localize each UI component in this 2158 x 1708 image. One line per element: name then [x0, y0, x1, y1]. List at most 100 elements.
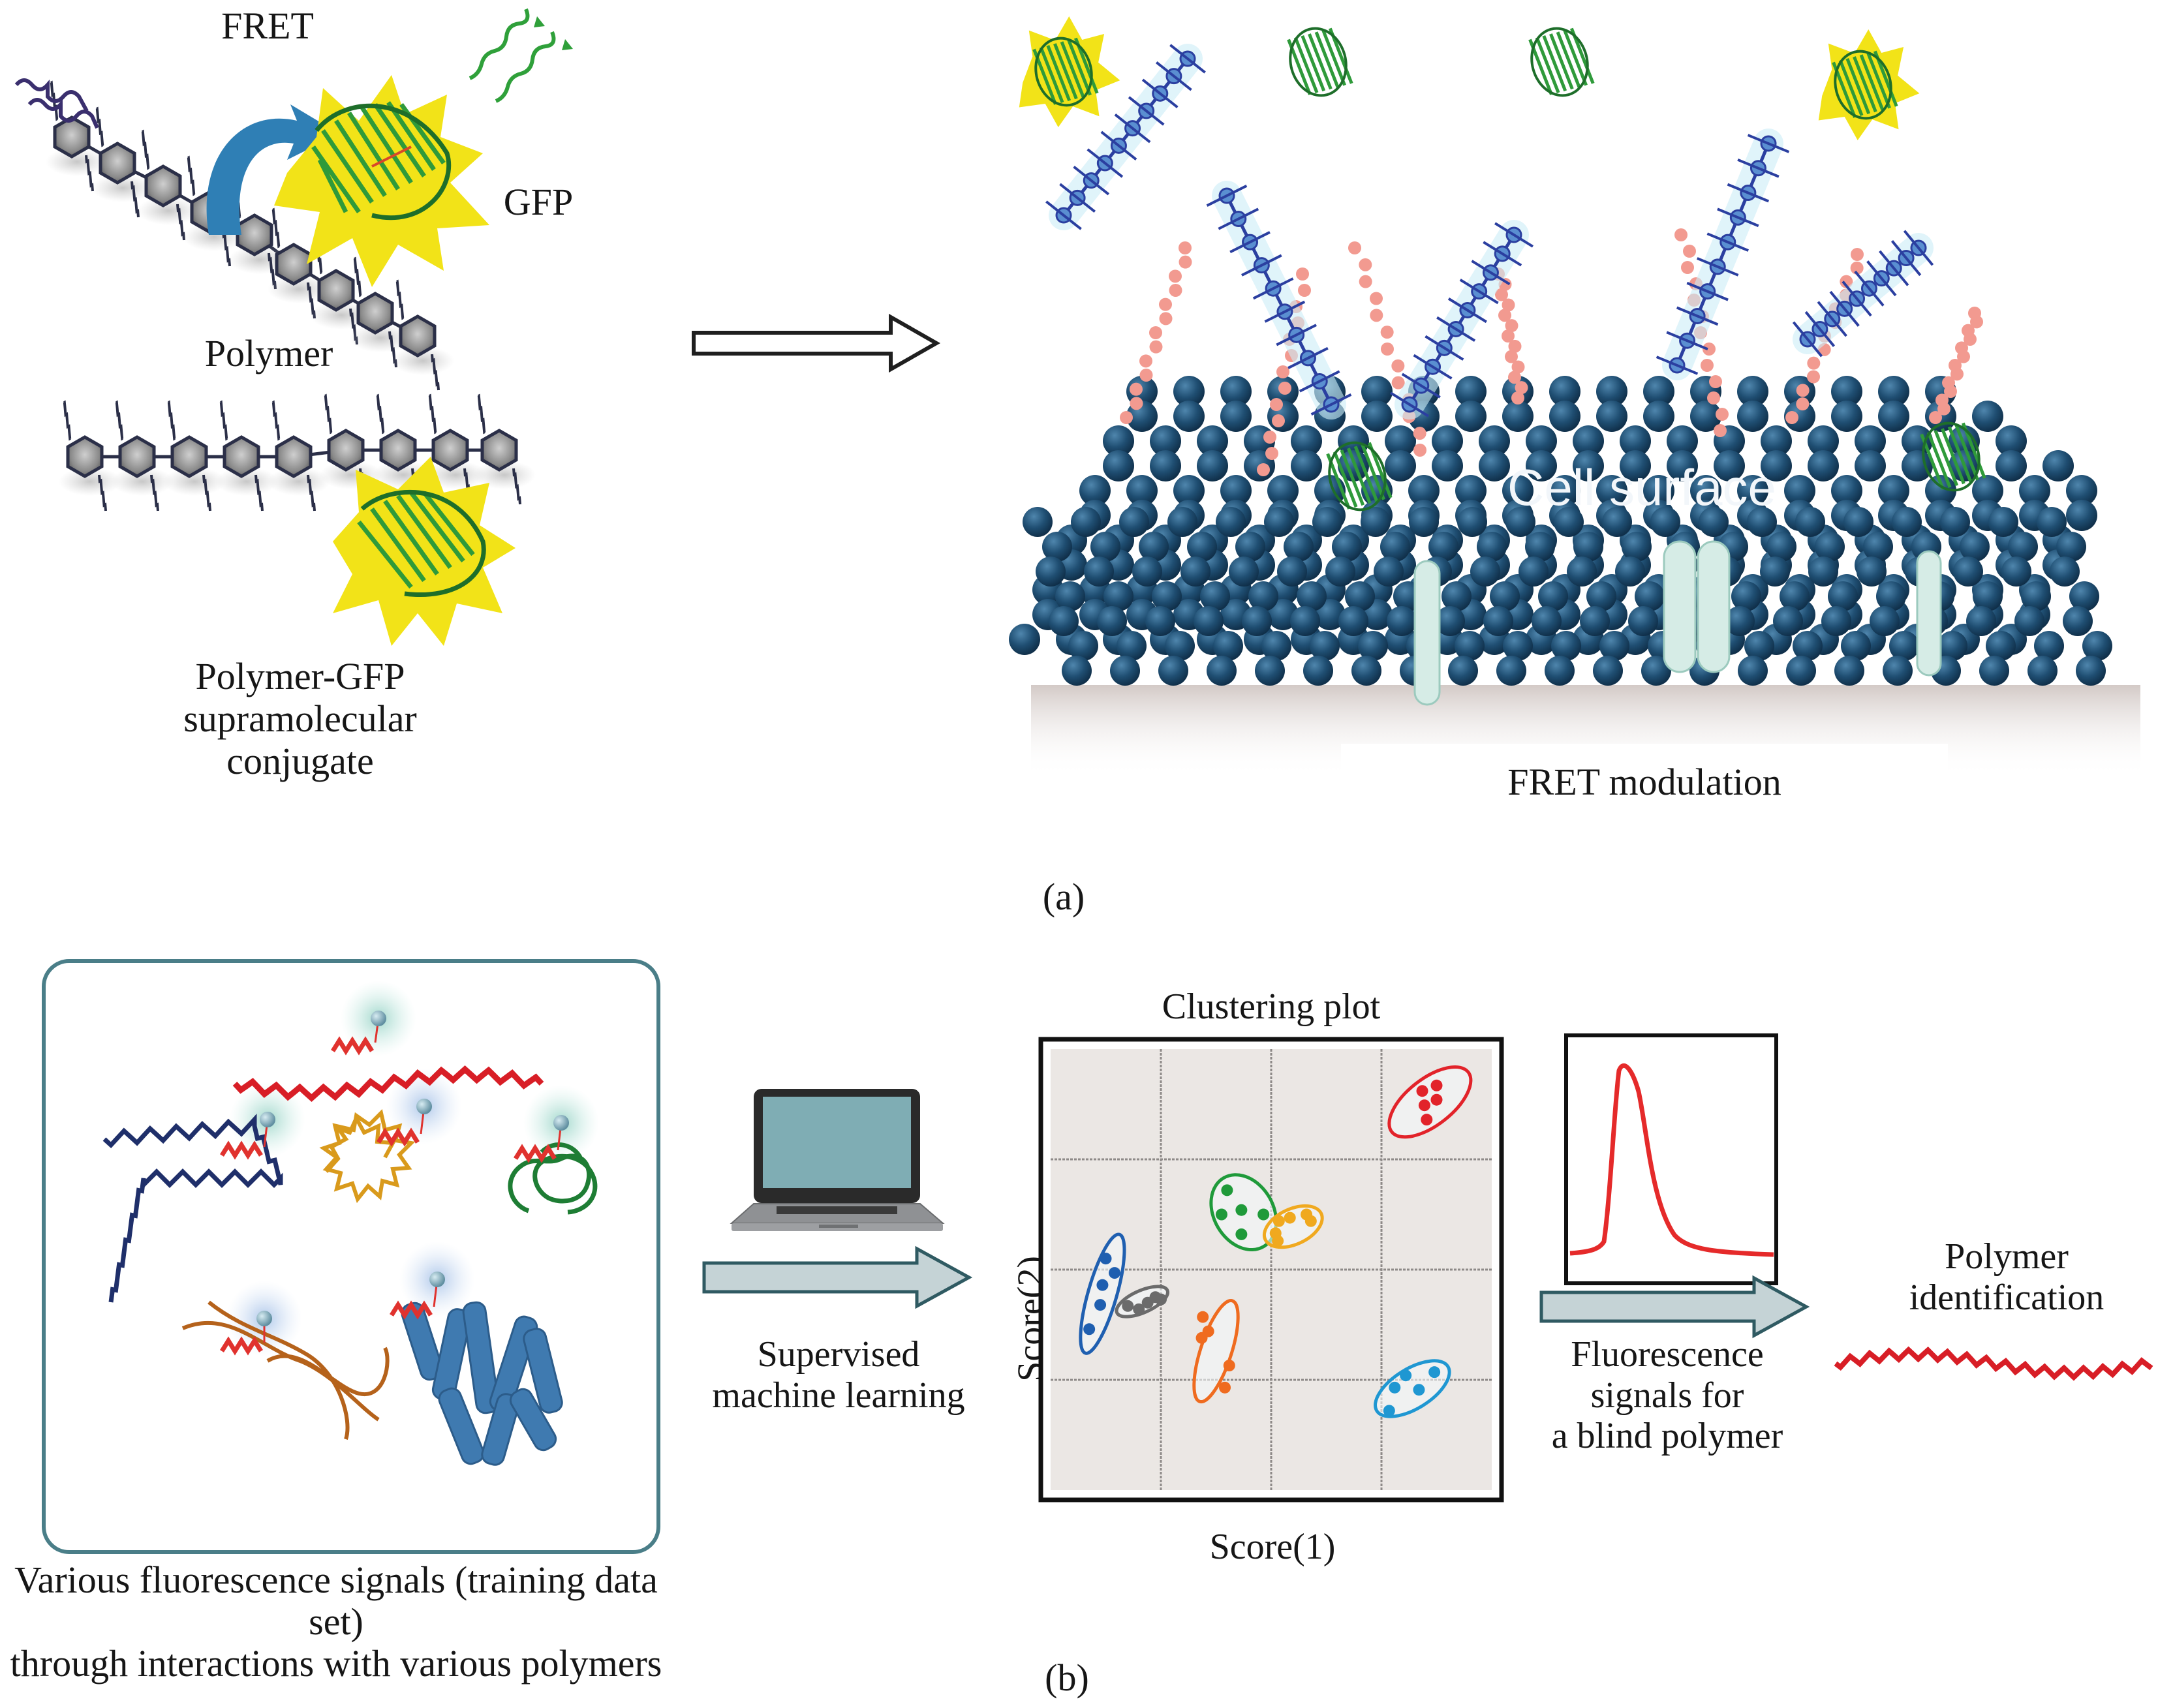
lipid-head-bead — [1380, 532, 1410, 562]
lipid-head-bead — [1374, 557, 1404, 587]
cluster-point — [1430, 1093, 1443, 1106]
lipid-head-bead — [1408, 475, 1440, 506]
chart-title: Clustering plot — [1162, 986, 1381, 1027]
identified-polymer-icon — [1834, 1346, 2153, 1381]
conjugated-polymer-icon — [1045, 44, 1206, 230]
lipid-head-bead — [1690, 401, 1721, 432]
globular-polymer-yellow — [319, 1109, 416, 1204]
lipid-head-bead — [1220, 401, 1252, 432]
lipid-head-bead — [1744, 631, 1774, 661]
lipid-head-bead — [1490, 581, 1520, 611]
cluster-green — [1209, 1173, 1278, 1252]
lipid-head-bead — [1596, 475, 1627, 506]
lipid-head-bead — [1332, 532, 1362, 562]
identification-caption-line-2: identification — [1909, 1277, 2104, 1318]
lipid-head-bead — [1387, 606, 1417, 636]
fluorescence-spectrum-icon — [1564, 1033, 1778, 1285]
lipid-head-bead — [1878, 376, 1909, 407]
lipid-head-bead — [1863, 532, 1893, 562]
lipid-head-bead — [1385, 450, 1416, 481]
lipid-head-bead — [1972, 401, 2003, 432]
cluster-point — [1284, 1212, 1296, 1224]
lipid-head-bead — [1277, 557, 1307, 587]
lipid-head-bead — [1545, 656, 1575, 686]
lipid-head-bead — [2056, 532, 2086, 562]
lipid-head-bead — [1766, 532, 1796, 562]
lipid-head-bead — [1937, 631, 1967, 661]
cluster-ellipse — [1079, 1232, 1126, 1355]
lipid-head-bead — [1049, 606, 1079, 636]
lipid-head-bead — [1996, 425, 2027, 457]
lipid-head-bead — [1084, 557, 1114, 587]
lipid-head-bead — [2069, 581, 2099, 611]
lipid-head-bead — [2019, 475, 2050, 506]
lipid-head-bead — [1828, 581, 1858, 611]
lipid-head-bead — [1883, 656, 1913, 686]
cluster-point — [1383, 1405, 1395, 1417]
lipid-head-bead — [1525, 532, 1555, 562]
lipid-head-bead — [1972, 475, 2003, 506]
cluster-point — [1416, 1085, 1428, 1097]
polymer-label: Polymer — [204, 332, 333, 374]
lipid-head-bead — [1220, 475, 1252, 506]
cluster-point — [1122, 1300, 1134, 1312]
lipid-head-bead — [1855, 425, 1886, 457]
lipid-head-bead — [1103, 450, 1134, 481]
lipid-head-bead — [2037, 507, 2067, 537]
blind-polymer-caption: Fluorescence signals for a blind polymer — [1530, 1334, 1804, 1457]
conjugate-caption: Polymer-GFP supramolecular conjugate — [150, 655, 450, 783]
cluster-light-blue — [1374, 1359, 1451, 1418]
lipid-head-bead — [1843, 507, 1873, 537]
lipid-head-bead — [1793, 631, 1823, 661]
lipid-head-bead — [1602, 507, 1632, 537]
lipid-head-bead — [1255, 656, 1285, 686]
lipid-head-bead — [1643, 401, 1674, 432]
lipid-head-bead — [1290, 606, 1320, 636]
right-arrow-identification-icon — [1539, 1275, 1810, 1339]
lipid-head-bead — [1068, 631, 1098, 661]
cluster-point — [1418, 1099, 1430, 1112]
right-arrow-ml-icon — [702, 1245, 973, 1309]
lipid-head-bead — [1593, 656, 1623, 686]
clustering-plot — [1038, 1037, 1504, 1502]
cluster-point — [1096, 1279, 1109, 1291]
cluster-point — [1219, 1381, 1231, 1394]
lipid-head-bead — [1979, 656, 2009, 686]
lipid-head-bead — [1055, 581, 1085, 611]
lipid-head-bead — [1158, 656, 1188, 686]
cell-surface-label: Cell surface — [1507, 459, 1776, 516]
fluorescent-probe-icon — [331, 1011, 386, 1056]
lipid-head-bead — [1731, 581, 1761, 611]
lipid-head-bead — [1173, 376, 1205, 407]
lipid-head-bead — [2034, 631, 2064, 661]
surface-polymers — [1045, 44, 1983, 476]
lipid-head-bead — [1483, 606, 1513, 636]
cluster-point — [1389, 1381, 1401, 1394]
lipid-head-bead — [1310, 631, 1340, 661]
lipid-head-bead — [1036, 557, 1066, 587]
lipid-head-bead — [1079, 475, 1111, 506]
lipid-head-bead — [1358, 631, 1388, 661]
lipid-head-bead — [1220, 376, 1252, 407]
conjugate-caption-line-3: conjugate — [226, 739, 374, 782]
polymer-gfp-illustration — [14, 8, 573, 646]
lipid-head-bead — [1641, 656, 1671, 686]
lipid-head-bead — [1126, 475, 1158, 506]
lipid-head-bead — [1667, 425, 1698, 457]
lipid-head-bead — [1297, 581, 1327, 611]
lipid-head-bead — [1503, 631, 1533, 661]
lipid-head-bead — [1338, 425, 1369, 457]
cluster-ellipse — [1387, 1065, 1473, 1139]
lipid-head-bead — [1526, 425, 1557, 457]
lipid-head-bead — [1312, 507, 1342, 537]
lipid-head-bead — [1784, 475, 1815, 506]
fluorescent-probe-icon — [514, 1115, 569, 1163]
lipid-head-bead — [2066, 475, 2097, 506]
lipid-head-bead — [1615, 557, 1645, 587]
panel-a-cell-surface: Cell surface FRET modulation — [992, 0, 2158, 842]
cluster-point — [1221, 1184, 1233, 1197]
cluster-point — [1421, 1114, 1433, 1126]
emission-spectrum-curve — [1569, 1063, 1774, 1257]
lipid-head-bead — [1737, 376, 1768, 407]
glycan-chain-icon — [1492, 267, 1528, 404]
